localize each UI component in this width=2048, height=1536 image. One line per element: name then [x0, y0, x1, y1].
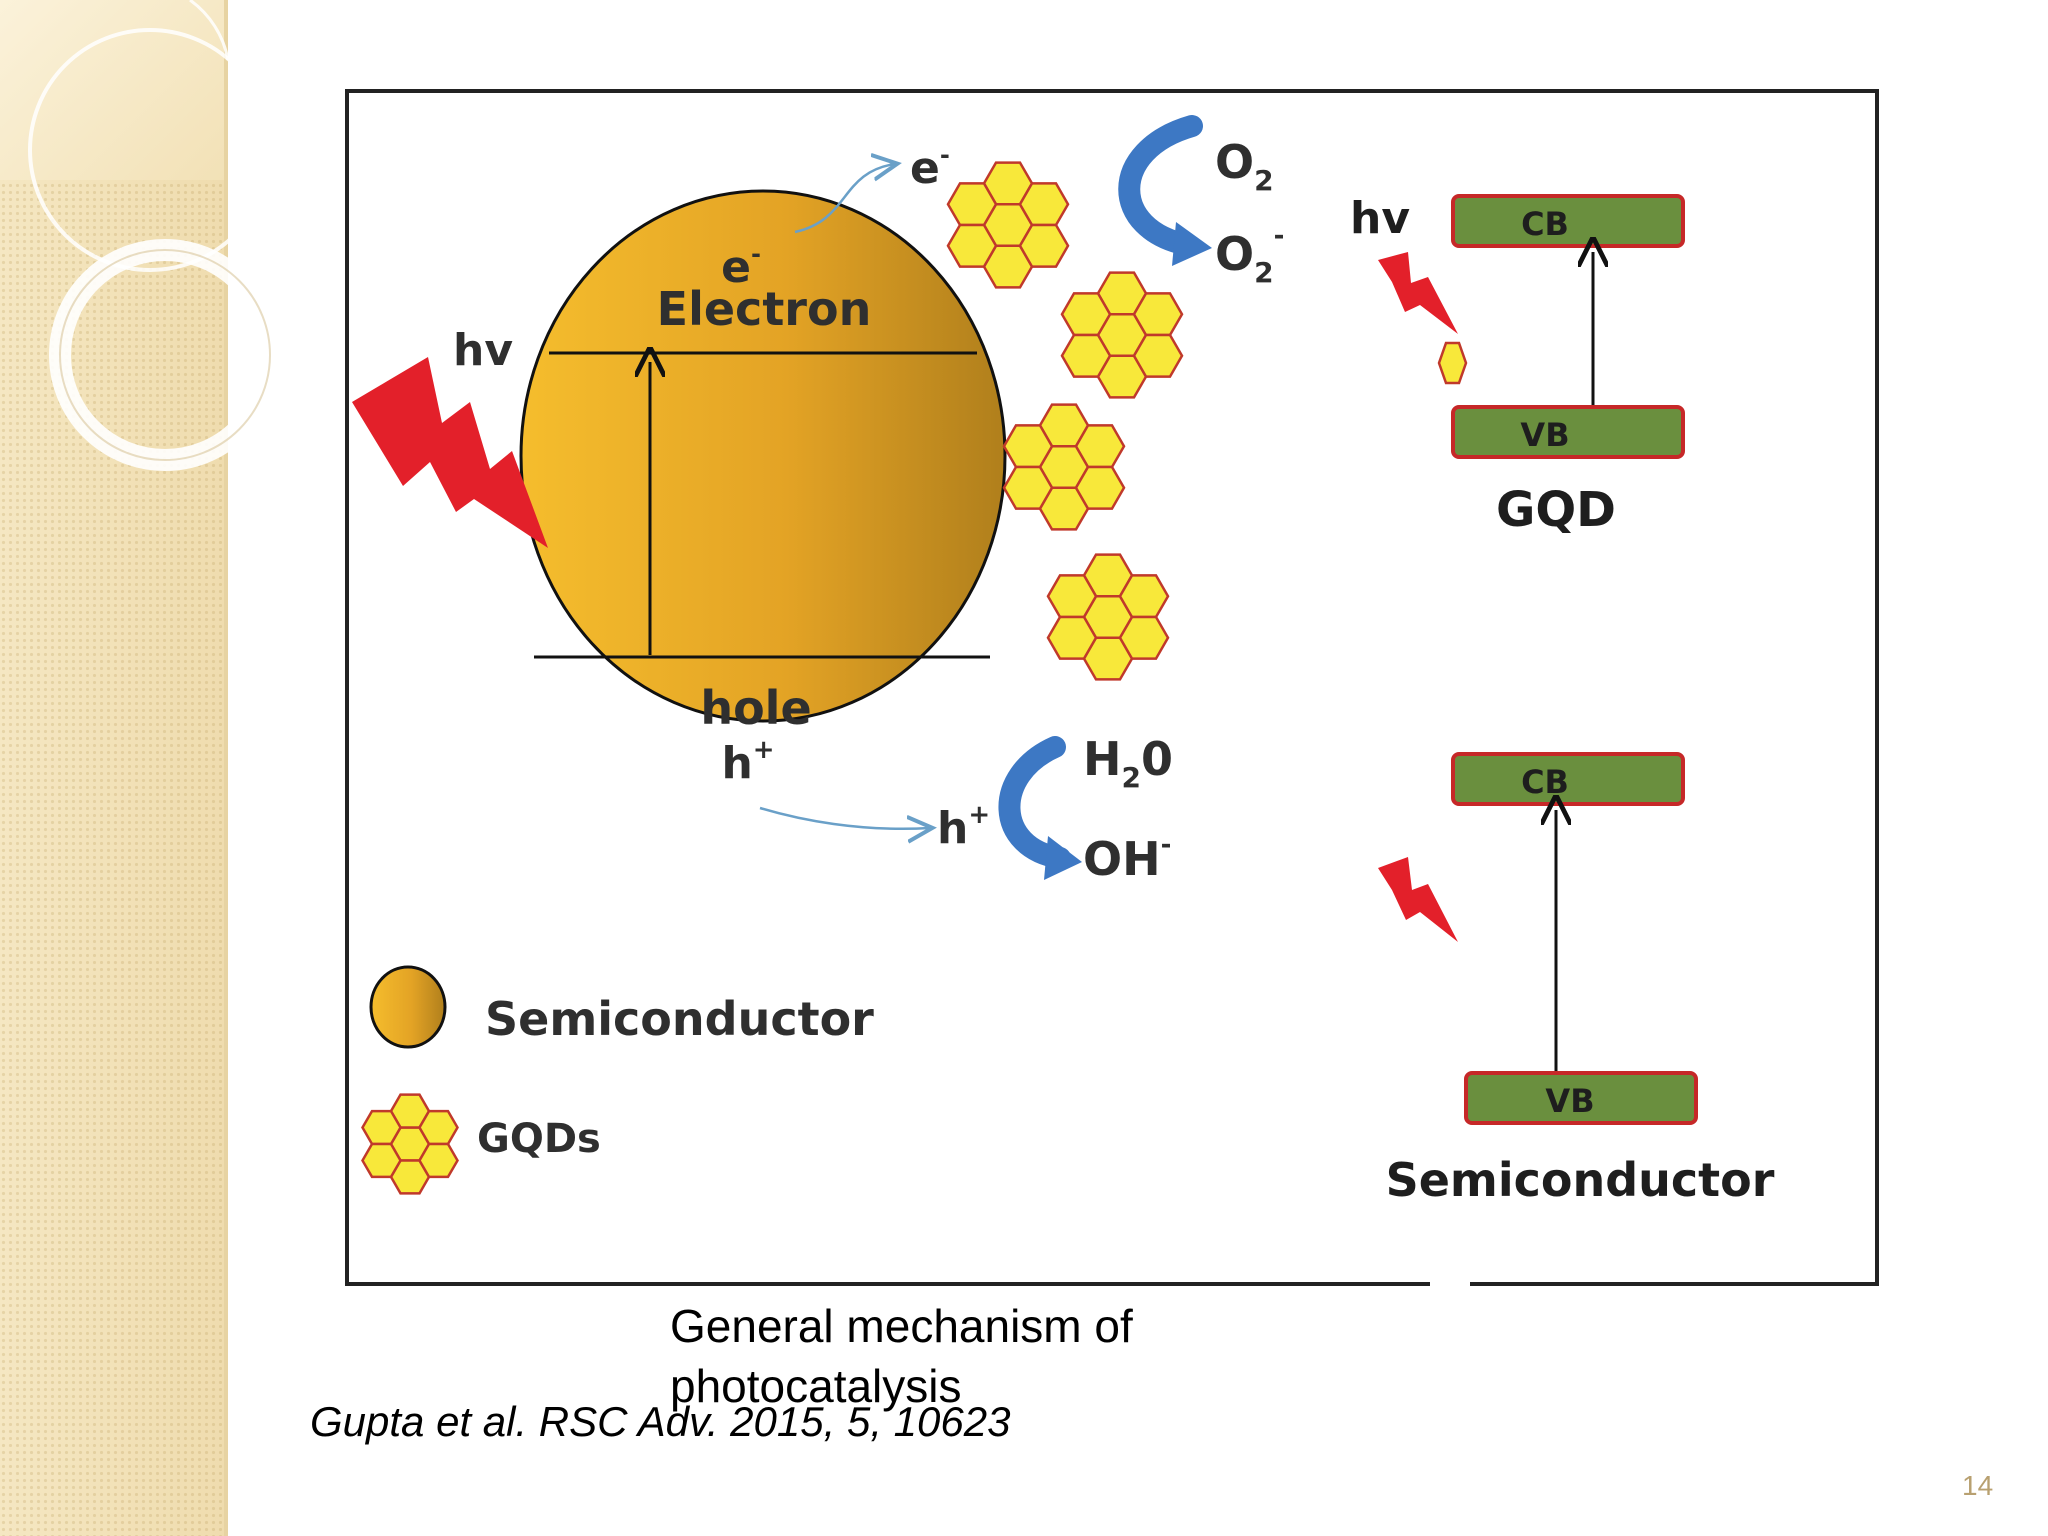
- semiconductor-lightning-icon: [1378, 857, 1458, 942]
- superoxide-label: O2-: [1215, 221, 1284, 289]
- semiconductor-labels: e- Electron hole h+: [657, 240, 872, 789]
- gqd-hexagon: [1046, 574, 1098, 619]
- hv-label-left: hv: [453, 325, 513, 376]
- sidebar-edge: [224, 0, 228, 1536]
- gqd-cb-label: CB: [1521, 205, 1569, 243]
- gqd-hexagon: [418, 1142, 459, 1179]
- gqd-hexagon: [1060, 333, 1112, 378]
- gqd-hexagon: [1060, 292, 1112, 337]
- electron-label: Electron: [657, 282, 872, 336]
- legend-gqds-label: GQDs: [477, 1116, 601, 1162]
- gqd-small-hexagon: [1437, 341, 1468, 385]
- legend-semiconductor-swatch: [369, 965, 447, 1049]
- gqd-hexagon: [1118, 574, 1170, 619]
- gqd-cluster: [1046, 553, 1170, 681]
- sidebar-corner-patch: [0, 0, 228, 180]
- hole-transfer-arrow: [759, 806, 930, 829]
- gqd-vb-label: VB: [1520, 416, 1569, 454]
- gqd-hexagon: [361, 1109, 402, 1146]
- gqd-hv-label: hv: [1350, 193, 1410, 244]
- sc-vb-label: VB: [1545, 1082, 1594, 1120]
- gqd-hexagon: [1074, 465, 1126, 510]
- decorative-rings: [28, 0, 281, 471]
- semiconductor-band-diagram: CB VB Semiconductor: [1378, 752, 1775, 1207]
- gqd-hexagon: [1018, 182, 1070, 227]
- water-label: H20: [1083, 732, 1173, 794]
- electron-symbol: e-: [721, 240, 761, 293]
- hydroxide-label: OH-: [1083, 830, 1171, 886]
- legend-gqd-swatch: [361, 1093, 459, 1195]
- gqd-cluster: [361, 1093, 459, 1195]
- sc-vb-band: [1464, 1071, 1698, 1125]
- lightning-icon: [352, 357, 548, 548]
- legend-semiconductor-label: Semiconductor: [485, 992, 874, 1046]
- o2-label: O2: [1215, 135, 1274, 197]
- figure-caption: General mechanism of photocatalysis: [670, 1300, 1133, 1412]
- gqd-hexagon: [946, 182, 998, 227]
- gqd-vb-band: [1451, 405, 1685, 459]
- gqd-band-diagram: hv CB VB GQD: [1350, 193, 1685, 538]
- hole-symbol: h+: [721, 735, 774, 789]
- gqd-hexagon: [1018, 223, 1070, 268]
- oxidation-arrow: [998, 736, 1082, 880]
- gqd-hexagon: [1046, 615, 1098, 660]
- gqd-cluster: [1060, 271, 1184, 399]
- reduction-arrow: [1118, 115, 1212, 266]
- citation: Gupta et al. RSC Adv. 2015, 5, 10623: [310, 1398, 1011, 1445]
- gqd-hexagon: [1002, 424, 1054, 469]
- sc-cb-label: CB: [1521, 763, 1569, 801]
- page-number: 14: [1962, 1470, 1994, 1501]
- gqd-hexagon: [1074, 424, 1126, 469]
- gqd-clusters: [946, 161, 1184, 681]
- electron-transfer-arrow: [794, 164, 895, 234]
- gqd-title: GQD: [1496, 482, 1616, 538]
- hole-out-label: h+: [937, 800, 990, 854]
- frame-gap: [1430, 1278, 1470, 1288]
- electron-out-label: e-: [910, 141, 950, 194]
- gqd-cluster: [1002, 403, 1126, 531]
- semiconductor-particle: [519, 189, 1007, 723]
- gqd-hexagon: [1118, 615, 1170, 660]
- gqd-lightning-icon: [1378, 252, 1458, 334]
- gqd-cb-band: [1451, 194, 1685, 248]
- gqd-hexagon: [418, 1109, 459, 1146]
- sc-title: Semiconductor: [1386, 1153, 1775, 1207]
- gqd-hexagon: [946, 223, 998, 268]
- gqd-cluster: [946, 161, 1070, 289]
- gqd-hexagon: [1132, 333, 1184, 378]
- legend: Semiconductor GQDs: [361, 965, 874, 1195]
- gqd-hexagon: [361, 1142, 402, 1179]
- gqd-hexagon: [1132, 292, 1184, 337]
- gqd-hexagon: [1002, 465, 1054, 510]
- hole-label: hole: [700, 681, 811, 735]
